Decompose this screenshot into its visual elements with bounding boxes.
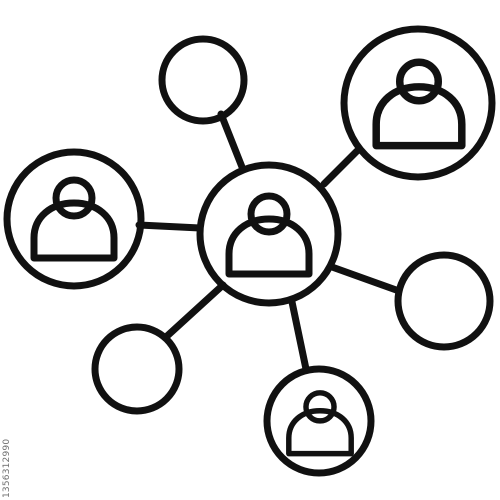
- user-icon: [229, 196, 309, 274]
- connector-line: [217, 110, 246, 171]
- left-person-node: [3, 148, 145, 290]
- right-empty-node: [394, 251, 494, 351]
- top-right-person-node: [340, 25, 496, 181]
- network-nodes: [3, 25, 496, 477]
- connector-line: [288, 298, 310, 373]
- bottom-person-node: [263, 365, 375, 477]
- network-connectors: [135, 110, 403, 373]
- watermark-id: 1356312990: [2, 438, 12, 498]
- user-icon: [34, 180, 114, 258]
- connector-line: [320, 147, 361, 188]
- user-icons: [34, 62, 462, 453]
- user-icon: [289, 393, 351, 454]
- top-empty-node: [158, 35, 248, 125]
- user-icon: [376, 62, 462, 145]
- bottom-left-empty-node: [91, 323, 183, 415]
- connector-line: [328, 263, 403, 295]
- center-person-node: [196, 161, 342, 307]
- connector-line: [135, 221, 204, 232]
- connector-line: [162, 281, 227, 341]
